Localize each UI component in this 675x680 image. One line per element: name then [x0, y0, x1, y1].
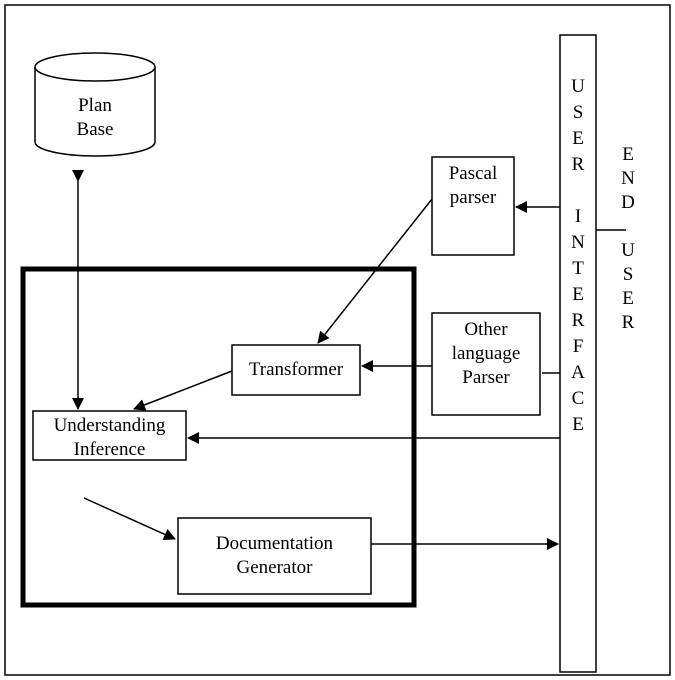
- arrow-pascal-to-transformer: [317, 198, 433, 344]
- user-interface-letter: T: [572, 258, 584, 279]
- user-interface-bar: [559, 34, 597, 673]
- user-interface-letter: E: [572, 128, 584, 149]
- other-parser-label: Other language Parser: [451, 319, 521, 388]
- user-interface-letter: A: [571, 362, 585, 383]
- arrow-transformer-to-understanding: [133, 370, 233, 411]
- transformer-box: [231, 344, 361, 396]
- pascal-parser-box: [431, 156, 515, 256]
- plan-base-label: Plan Base: [76, 95, 114, 140]
- user-interface-letter: C: [571, 388, 585, 409]
- user-interface-letter: E: [572, 414, 584, 435]
- arrow-understanding-to-documentation: [83, 497, 176, 540]
- transformer-label: Transformer: [248, 359, 344, 380]
- end-user-letter: E: [622, 144, 634, 165]
- other-parser-box: [431, 312, 541, 416]
- understanding-inference-box: [32, 410, 187, 461]
- end-user-letter: N: [621, 168, 635, 189]
- pascal-parser-label: Pascal parser: [448, 163, 498, 208]
- understanding-inference-label: Understanding Inference: [53, 415, 166, 460]
- end-user-letter: E: [622, 288, 634, 309]
- user-interface-letter: I: [574, 206, 582, 227]
- user-interface-letter: N: [571, 232, 585, 253]
- end-user-letter: R: [621, 312, 635, 333]
- user-interface-letter: S: [572, 102, 584, 123]
- documentation-generator-label: Documentation Generator: [215, 533, 334, 578]
- user-interface-letter: R: [571, 154, 585, 175]
- user-interface-letter: R: [571, 310, 585, 331]
- plan-base-cylinder: [34, 52, 156, 157]
- end-user-letter: S: [622, 264, 634, 285]
- end-user-letter: D: [621, 192, 635, 213]
- outer-frame: [4, 4, 671, 676]
- user-interface-letter: U: [571, 76, 585, 97]
- user-interface-letter: E: [572, 284, 584, 305]
- end-user-letter: U: [621, 240, 635, 261]
- user-interface-letter: F: [572, 336, 584, 357]
- core-subsystem-box: [20, 266, 417, 608]
- documentation-generator-box: [177, 517, 372, 595]
